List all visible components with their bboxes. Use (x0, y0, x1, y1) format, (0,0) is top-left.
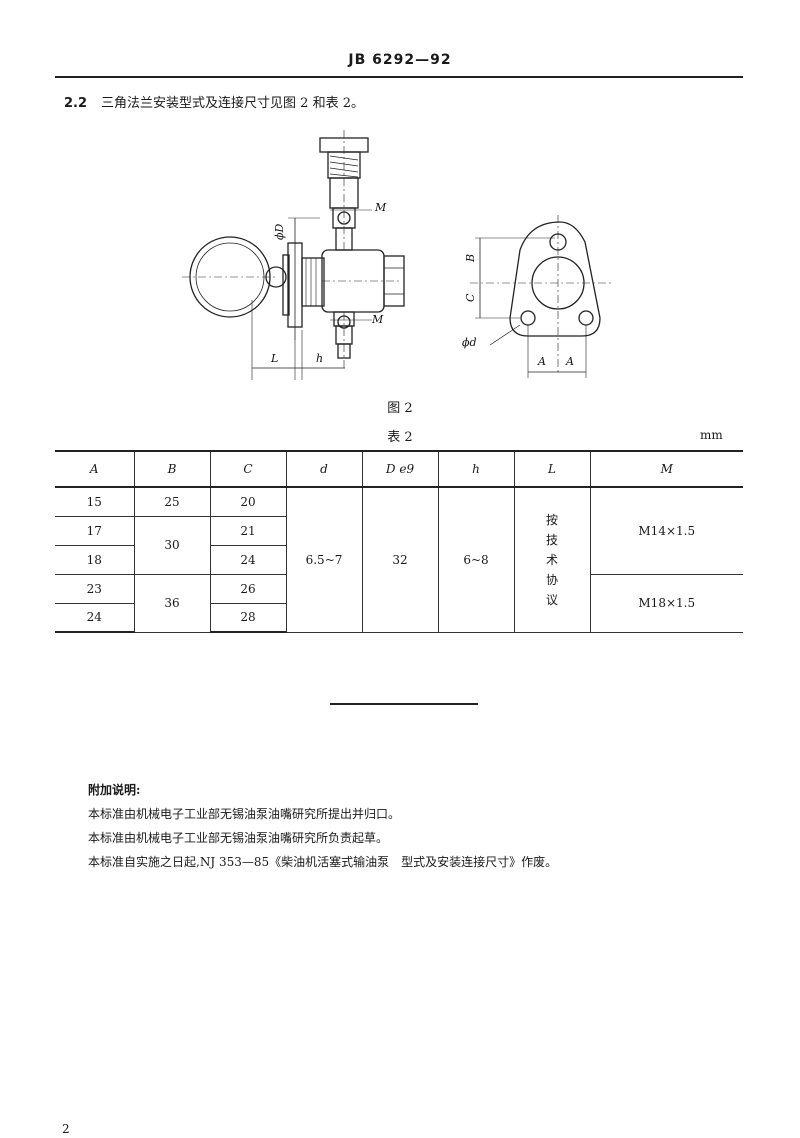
section-number: 2.2 (64, 96, 88, 111)
cell-A: 18 (55, 544, 135, 575)
header-d: d (285, 450, 363, 488)
cell-C: 28 (209, 602, 286, 633)
cell-C: 26 (209, 573, 287, 604)
cell-d: 6.5~7 (285, 486, 363, 633)
section-paragraph: 2.2 三角法兰安装型式及连接尺寸见图 2 和表 2。 (64, 92, 364, 111)
cell-B: 30 (133, 515, 211, 575)
notes-line: 本标准由机械电子工业部无锡油泵油嘴研究所负责起草。 (88, 831, 389, 845)
cell-L: 按技术协议 (513, 486, 591, 633)
dimension-table: A B C d D e9 h L M 15 25 20 6.5~7 32 6~8… (55, 450, 743, 633)
table-row: 15 25 20 6.5~7 32 6~8 按技术协议 M14×1.5 (55, 486, 743, 633)
cell-C: 24 (209, 544, 286, 575)
table-row: 23 36 26 M18×1.5 (55, 573, 743, 633)
cell-A: 17 (55, 515, 135, 546)
label-A-left: A (537, 355, 546, 368)
cell-h: 6~8 (437, 486, 515, 633)
table-caption: 表 2 (387, 430, 413, 445)
table-row: 17 30 21 (55, 515, 743, 575)
section-text: 三角法兰安装型式及连接尺寸见图 2 和表 2。 (101, 96, 364, 111)
table-row: 24 28 (55, 602, 743, 633)
cell-A: 15 (55, 486, 135, 517)
page-number: 2 (62, 1122, 70, 1136)
cell-D: 32 (361, 486, 439, 633)
notes-title: 附加说明: (88, 783, 141, 797)
bolt-hole-left (520, 310, 536, 326)
header-B: B (133, 450, 211, 488)
table-unit: mm (700, 428, 723, 442)
notes-line: 本标准自实施之日起,NJ 353—85《柴油机活塞式输油泵 型式及安装连接尺寸》… (88, 855, 558, 869)
cell-A: 24 (55, 602, 135, 633)
cell-C: 21 (209, 515, 286, 546)
document-code-header: JB 6292—92 (348, 52, 452, 68)
header-h: h (437, 450, 515, 488)
cell-C: 20 (209, 486, 287, 517)
table-header-row: A B C d D e9 h L M (55, 450, 743, 488)
figure-caption: 图 2 (387, 401, 413, 416)
label-phiD: ϕD (273, 224, 286, 240)
cell-B: 25 (133, 486, 211, 517)
label-A-right: A (565, 355, 574, 368)
label-L: L (270, 352, 278, 365)
table-row: 18 24 (55, 544, 743, 575)
cell-A: 23 (55, 573, 135, 604)
label-M-bottom: M (371, 313, 384, 326)
triangle-flange (509, 221, 601, 337)
end-rule (330, 703, 478, 705)
label-h: h (316, 352, 323, 365)
header-D-e9: D e9 (361, 450, 439, 488)
figure-2-drawing: M ϕD M L h B C ϕd A A (182, 130, 612, 380)
header-A: A (55, 450, 135, 488)
cell-L-text: 按技术协议 (545, 512, 558, 607)
cell-M-2: M18×1.5 (589, 573, 743, 633)
notes-line: 本标准由机械电子工业部无锡油泵油嘴研究所提出并归口。 (88, 807, 401, 821)
header-C: C (209, 450, 287, 488)
header-L: L (513, 450, 591, 488)
additional-notes: 附加说明: 本标准由机械电子工业部无锡油泵油嘴研究所提出并归口。 本标准由机械电… (88, 778, 557, 874)
label-B: B (464, 254, 477, 263)
label-phid: ϕd (462, 336, 477, 349)
small-knob (265, 266, 287, 288)
cell-B: 36 (133, 573, 211, 633)
label-M-top: M (374, 201, 387, 214)
cell-M-1: M14×1.5 (589, 486, 743, 575)
label-C: C (464, 293, 477, 302)
header-M: M (589, 450, 743, 488)
header-rule (55, 76, 743, 78)
bolt-hole-right (578, 310, 594, 326)
